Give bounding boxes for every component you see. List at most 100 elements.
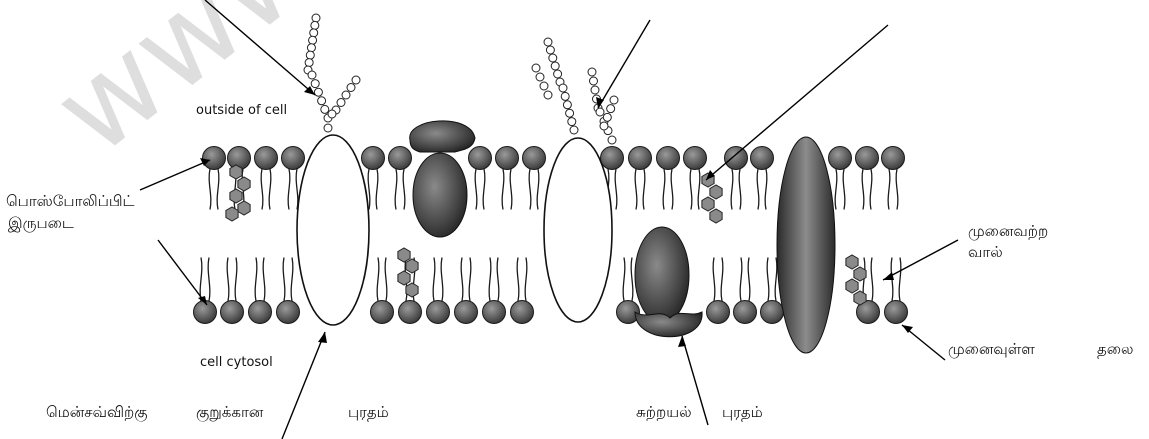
sugar-bead — [559, 84, 567, 92]
integral-protein-large — [777, 137, 835, 353]
cholesterol-ring — [398, 271, 410, 285]
sugar-bead — [328, 110, 336, 118]
sugar-bead — [312, 14, 320, 22]
sugar-bead — [311, 80, 319, 88]
lipid-tail — [502, 169, 504, 210]
lipid-tail — [740, 258, 742, 302]
phospholipid-head — [469, 147, 492, 170]
phospholipid-head — [249, 301, 272, 324]
transmembrane-protein-right — [544, 138, 612, 322]
lipid-tail — [643, 169, 645, 210]
sugar-bead — [352, 76, 360, 84]
lipid-tail — [200, 258, 202, 302]
lipid-tail — [377, 258, 379, 302]
lipid-tail — [489, 258, 491, 302]
sugar-bead — [342, 91, 350, 99]
lipid-tail — [721, 258, 723, 302]
lipid-tail — [635, 169, 637, 210]
lipid-tail — [631, 258, 633, 302]
peripheral-protein-bottom — [635, 227, 702, 337]
phospholipid-head — [829, 147, 852, 170]
polar-head-label-b: தலை — [1097, 340, 1133, 360]
lipid-tail — [395, 169, 397, 210]
cholesterol-ring — [702, 197, 714, 211]
phospholipid-head — [427, 301, 450, 324]
cholesterol-ring — [230, 189, 242, 203]
sugar-bead — [311, 21, 319, 29]
cholesterol-ring — [238, 177, 250, 191]
transmembrane-protein-label-a: மென்சவ்விற்கு — [46, 403, 147, 423]
sugar-bead — [561, 92, 569, 100]
phospholipid-head — [882, 147, 905, 170]
cholesterol-ring — [846, 255, 858, 269]
outside-cell-label: outside of cell — [196, 103, 287, 118]
cholesterol-ring — [710, 209, 722, 223]
phospholipid-head — [511, 301, 534, 324]
lipid-tail — [537, 169, 539, 210]
phospholipid-head — [734, 301, 757, 324]
sugar-bead — [536, 73, 544, 81]
lipid-tail — [288, 169, 290, 210]
phospholipid-head — [221, 301, 244, 324]
phospholipid-head — [371, 301, 394, 324]
phospholipid-head — [725, 147, 748, 170]
cholesterol-ring — [854, 267, 866, 281]
lipid-tail — [899, 258, 901, 302]
lipid-tail — [663, 169, 665, 210]
sugar-bead — [546, 46, 554, 54]
sugar-bead — [591, 86, 599, 94]
sugar-bead — [603, 113, 611, 121]
sugar-bead — [310, 29, 318, 37]
lipid-tail — [475, 169, 477, 210]
lipid-tail — [529, 169, 531, 210]
sugar-bead — [551, 62, 559, 70]
lipid-tail — [517, 258, 519, 302]
cholesterol-ring — [238, 201, 250, 215]
lipid-tail — [263, 258, 265, 302]
phospholipid-head — [751, 147, 774, 170]
sugar-bead — [570, 126, 578, 134]
lipid-tail — [433, 258, 435, 302]
lipid-tail — [235, 258, 237, 302]
lipid-tail — [739, 169, 741, 210]
lipid-tail — [843, 169, 845, 210]
sugar-bead — [549, 54, 557, 62]
phospholipid-bilayer-label-line1: பொஸ்போலிப்பிட் — [6, 192, 135, 212]
phospholipid-head — [684, 147, 707, 170]
sugar-bead — [544, 38, 552, 46]
lipid-tail — [283, 258, 285, 302]
phospholipid-head — [707, 301, 730, 324]
phospholipid-head — [255, 147, 278, 170]
phospholipid-head — [228, 147, 251, 170]
lipid-tail — [376, 169, 378, 210]
cholesterol-ring — [398, 248, 410, 262]
transmembrane-protein-label-c: புரதம் — [348, 403, 389, 423]
lipid-tail — [767, 258, 769, 302]
phospholipid-head — [523, 147, 546, 170]
sugar-bead — [314, 88, 322, 96]
lipid-tail — [208, 258, 210, 302]
sugar-bead — [563, 101, 571, 109]
sugar-bead — [540, 82, 548, 90]
cholesterol-ring — [226, 207, 238, 221]
sugar-bead — [309, 36, 317, 44]
sugar-bead — [532, 64, 540, 72]
phospholipid-head — [856, 147, 879, 170]
cholesterol-ring — [230, 165, 242, 179]
lipid-tail — [615, 169, 617, 210]
phospholipid-head — [629, 147, 652, 170]
lipid-tail — [483, 169, 485, 210]
lipid-tail — [731, 169, 733, 210]
nonpolar-tail-label-line2: வால் — [968, 243, 1003, 263]
cholesterol-ring — [406, 259, 418, 273]
phospholipid-head — [277, 301, 300, 324]
lipid-tail — [510, 169, 512, 210]
lipid-tail — [209, 169, 211, 210]
sugar-bead — [318, 97, 326, 105]
cholesterol-ring — [406, 283, 418, 297]
phospholipid-head — [496, 147, 519, 170]
cholesterol-ring — [854, 291, 866, 305]
sugar-bead — [305, 59, 313, 67]
sugar-bead — [554, 70, 562, 78]
